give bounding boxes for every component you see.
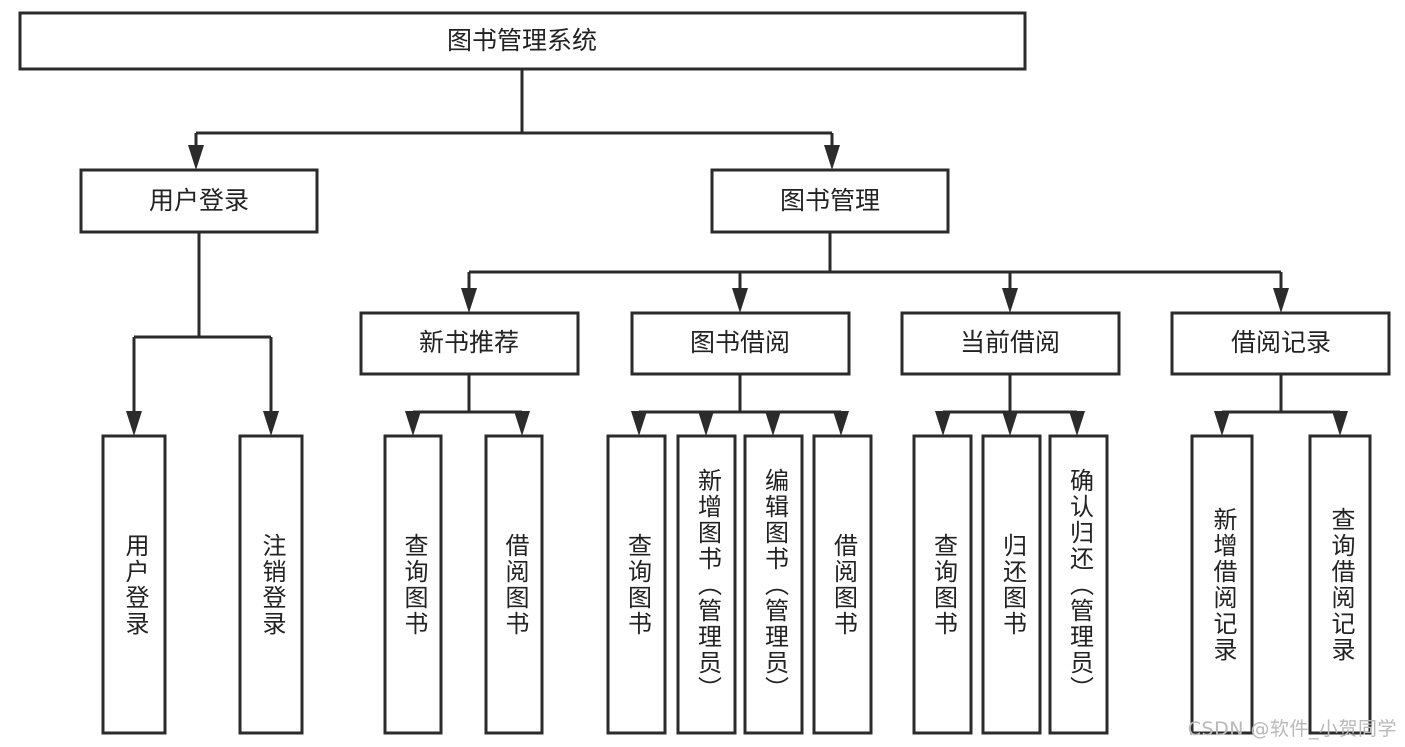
leaf-query-book-1-rect[interactable] [383, 434, 443, 735]
node-borrow-record-label: 借阅记录 [1231, 328, 1331, 357]
arrow-leaf-add-book [698, 411, 714, 436]
leaf-add-book-rect[interactable] [676, 434, 737, 735]
leaf-borrow-book-2-rect[interactable] [812, 434, 873, 735]
leaf-query-book-2-rect[interactable] [606, 434, 667, 735]
node-current-borrow-label: 当前借阅 [960, 328, 1060, 357]
arrow-leaf-confirm-return [1069, 411, 1085, 436]
arrow-to-book-borrow [732, 288, 748, 313]
node-root[interactable]: 图书管理系统 [18, 11, 1027, 71]
node-root-label: 图书管理系统 [447, 26, 597, 55]
node-current-borrow-rect [900, 311, 1121, 376]
node-user-login-rect [79, 168, 319, 234]
node-new-book-recommend-label: 新书推荐 [419, 328, 519, 357]
node-book-manage[interactable]: 图书管理 [710, 168, 950, 234]
node-book-manage-label: 图书管理 [780, 186, 880, 215]
arrow-leaf-edit-book [765, 411, 781, 436]
connector-new-book-to-leaves [405, 374, 530, 436]
arrow-to-borrow-record [1273, 288, 1289, 313]
arrow-leaf-return-book [1002, 411, 1018, 436]
node-borrow-record[interactable]: 借阅记录 [1170, 311, 1391, 376]
node-current-borrow[interactable]: 当前借阅 [900, 311, 1121, 376]
node-new-book-recommend[interactable]: 新书推荐 [359, 311, 580, 376]
node-root-rect [18, 11, 1027, 71]
arrow-leaf-logout [263, 411, 279, 436]
leaf-user-login-rect[interactable] [101, 434, 167, 735]
node-user-login-label: 用户登录 [149, 186, 249, 215]
connector-book-borrow-to-leaves [631, 374, 849, 436]
leaf-edit-book-rect[interactable] [743, 434, 804, 735]
connector-root-to-level2 [188, 69, 840, 170]
leaf-query-record-rect[interactable] [1308, 434, 1372, 735]
arrow-leaf-query-book-1 [405, 411, 421, 436]
leaf-logout-rect[interactable] [238, 434, 304, 735]
arrow-leaf-query-book-2 [631, 411, 647, 436]
node-book-borrow[interactable]: 图书借阅 [630, 311, 851, 376]
arrow-to-book-manage [824, 145, 840, 170]
node-new-book-recommend-rect [359, 311, 580, 376]
leaf-add-record-rect[interactable] [1190, 434, 1254, 735]
arrow-to-new-book [461, 288, 477, 313]
connector-borrow-record-to-leaves [1214, 374, 1348, 436]
arrow-leaf-borrow-book-2 [833, 411, 849, 436]
connector-book-manage-to-level3 [461, 232, 1289, 313]
arrow-to-current-borrow [1002, 288, 1018, 313]
connector-current-borrow-to-leaves [935, 374, 1085, 436]
arrow-leaf-borrow-book-1 [514, 411, 530, 436]
leaf-query-book-3-rect[interactable] [912, 434, 973, 735]
leaf-confirm-return-rect[interactable] [1048, 434, 1109, 735]
watermark-text: CSDN @软件_小贺同学 [1187, 718, 1397, 740]
arrow-leaf-user-login [126, 411, 142, 436]
arrow-leaf-query-book-3 [935, 411, 951, 436]
leaf-return-book-rect[interactable] [981, 434, 1042, 735]
connector-user-login-to-leaves [126, 232, 279, 436]
leaf-borrow-book-1-rect[interactable] [484, 434, 544, 735]
node-user-login[interactable]: 用户登录 [79, 168, 319, 234]
node-book-borrow-label: 图书借阅 [690, 328, 790, 357]
arrow-leaf-query-record [1332, 411, 1348, 436]
arrow-leaf-add-record [1214, 411, 1230, 436]
arrow-to-user-login [188, 145, 204, 170]
